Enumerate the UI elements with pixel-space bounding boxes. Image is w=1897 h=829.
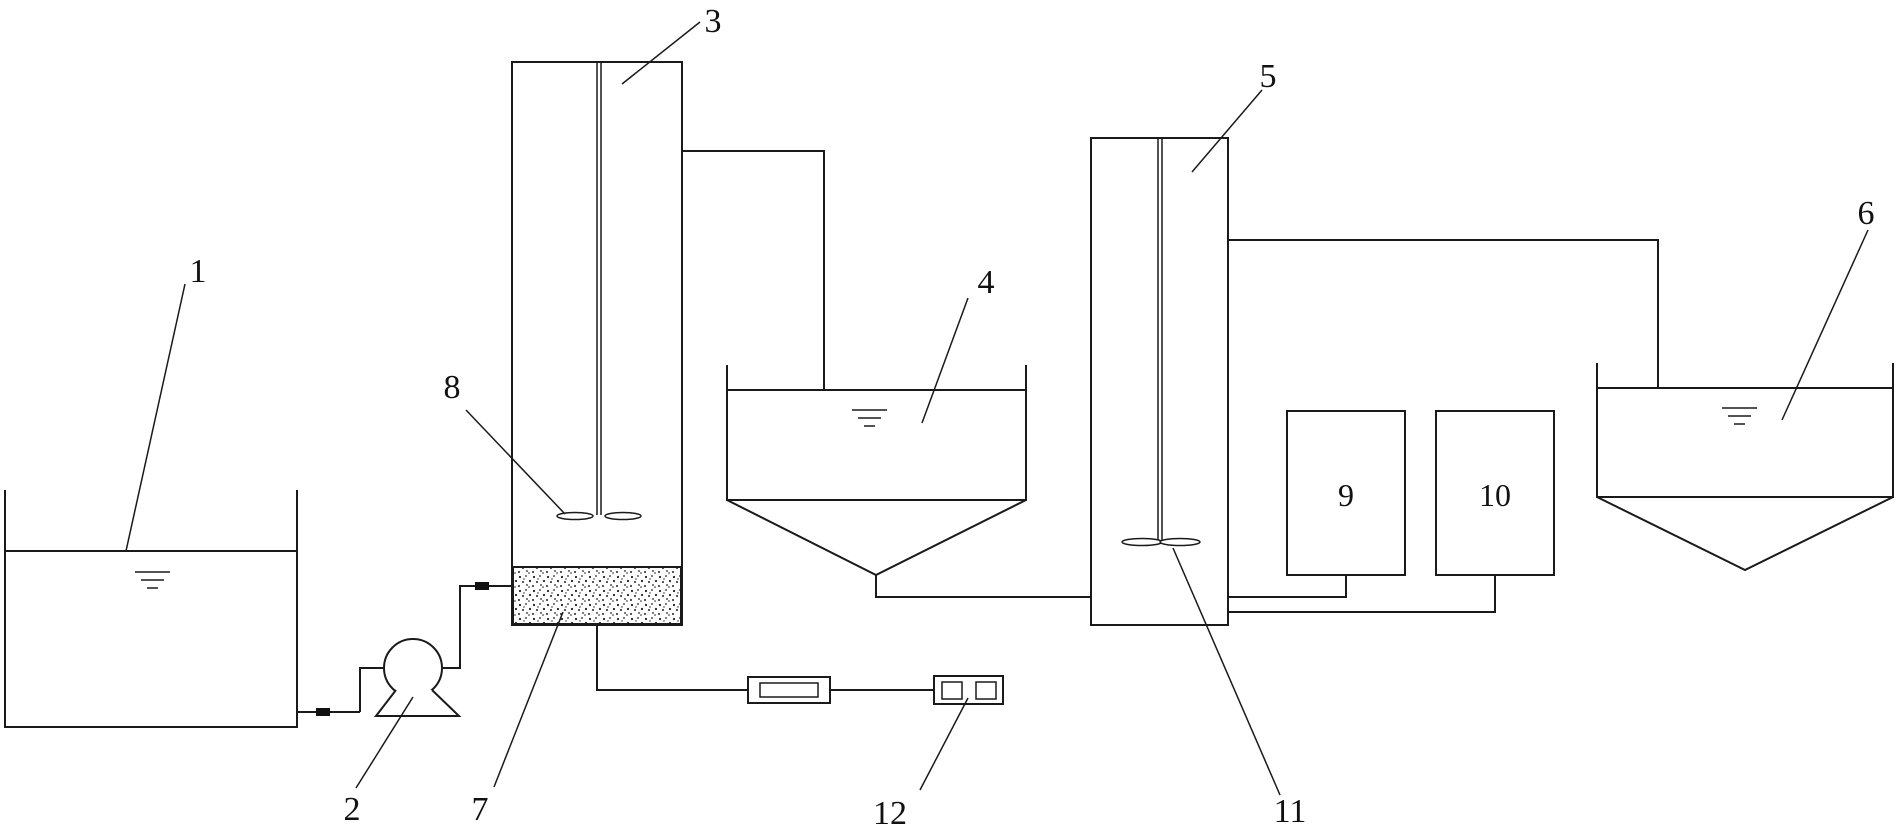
- unit-10-label: 10: [1479, 477, 1511, 513]
- settling-tank-1: [726, 365, 1027, 577]
- unit-10-wire: [1228, 575, 1496, 613]
- pump: [373, 582, 512, 717]
- sand-bed: [512, 566, 682, 625]
- label-3: 3: [705, 3, 722, 40]
- flow-meter: [747, 676, 831, 704]
- water-level-symbol: [135, 571, 170, 589]
- overflow-pipe-to-tank-6: [1228, 239, 1659, 388]
- label-1: 1: [190, 253, 207, 290]
- label-4: 4: [978, 264, 995, 301]
- label-6: 6: [1858, 195, 1875, 232]
- sludge-pipe: [875, 575, 1091, 598]
- overflow-pipe-to-settler: [682, 150, 825, 390]
- controller: [933, 675, 1004, 705]
- second-column: [1090, 137, 1229, 626]
- control-line: [596, 625, 1004, 705]
- label-11: 11: [1274, 793, 1307, 829]
- label-8: 8: [444, 369, 461, 406]
- unit-9: 9: [1286, 410, 1406, 576]
- unit-9-wire: [1228, 575, 1347, 598]
- label-7: 7: [472, 791, 489, 828]
- stirrer: [1121, 537, 1201, 547]
- number-labels: 1 2 3 4 5 6 7 8 12 11: [190, 3, 1875, 829]
- leader-lines: [125, 21, 1869, 796]
- label-2: 2: [344, 791, 361, 828]
- unit-10: 10: [1435, 410, 1555, 576]
- unit-9-label: 9: [1338, 477, 1354, 513]
- inlet-pipe: [297, 667, 383, 716]
- settling-tank-2: [1596, 363, 1894, 572]
- reactor-column: [511, 61, 683, 626]
- impeller: [556, 511, 642, 521]
- label-5: 5: [1260, 58, 1277, 95]
- label-12: 12: [873, 795, 907, 829]
- water-level-symbol: [1722, 407, 1757, 425]
- raw-water-tank: [4, 490, 298, 728]
- water-level-symbol: [852, 409, 887, 427]
